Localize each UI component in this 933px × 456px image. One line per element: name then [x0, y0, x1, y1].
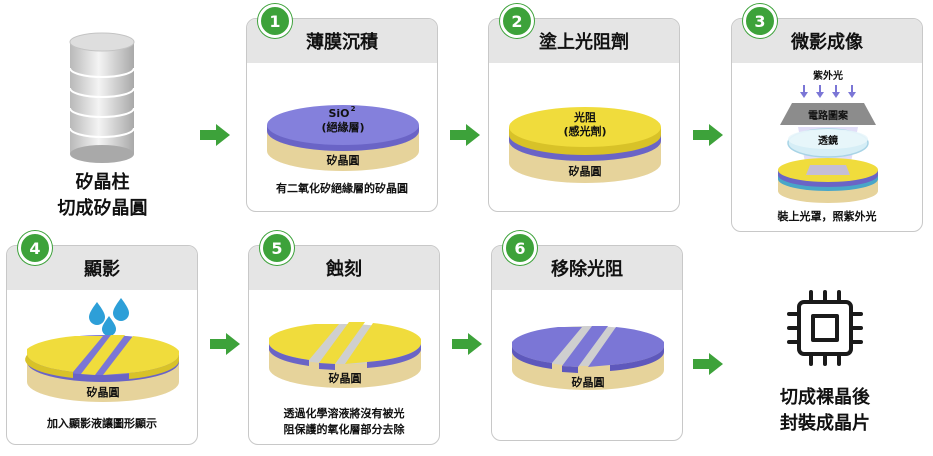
- end-label-line1: 切成裸晶後: [780, 387, 870, 408]
- step-2-wafer-label: 矽晶圓: [569, 164, 602, 178]
- end-label: 切成裸晶後 封裝成晶片: [760, 385, 890, 437]
- step-4-title: 顯影: [7, 246, 197, 290]
- start-label-line1: 矽晶柱: [75, 172, 130, 193]
- step-5-card: 蝕刻 矽晶圓 透過化學溶液將沒有被光 阻保護的氧化層部分去除: [248, 245, 440, 445]
- step-4-wafer-illustration: 矽晶圓: [25, 298, 179, 402]
- step-2-layer-label-line1: 光阻: [573, 110, 596, 124]
- flow-arrow-1-to-2: [450, 124, 480, 146]
- step-1-caption: 有二氧化矽絕緣層的矽晶圓: [276, 182, 408, 195]
- step-1-badge: 1: [258, 4, 292, 38]
- flow-arrow-5-to-6: [452, 333, 482, 355]
- photomask-shape: [780, 103, 876, 125]
- flow-arrow-2-to-3: [693, 124, 723, 146]
- chip-icon: [787, 290, 863, 366]
- start-label-line2: 切成矽晶圓: [57, 198, 148, 219]
- step-1-wafer-label: 矽晶圓: [327, 153, 360, 167]
- step-1-layer-label-sup: 2: [351, 105, 356, 113]
- step-3-uv-label: 紫外光: [813, 69, 843, 82]
- step-1-wafer-illustration: SiO 2 (絕緣層) 矽晶圓: [267, 105, 419, 171]
- step-4-wafer-label: 矽晶圓: [87, 385, 120, 399]
- step-6-badge: 6: [503, 231, 537, 265]
- step-4-badge: 4: [18, 231, 52, 265]
- step-3-card: 微影成像 紫外光 電路圖案 透鏡 裝上光罩，照紫外光: [731, 18, 923, 232]
- step-1-layer-label-main: SiO: [328, 107, 349, 120]
- step-5-caption-line2: 阻保護的氧化層部分去除: [283, 423, 405, 436]
- flow-arrow-6-to-end: [693, 353, 723, 375]
- step-2-wafer-illustration: 光阻 (感光劑) 矽晶圓: [509, 107, 661, 183]
- step-3-caption: 裝上光罩，照紫外光: [777, 210, 877, 223]
- step-5-caption: 透過化學溶液將沒有被光 阻保護的氧化層部分去除: [249, 406, 439, 438]
- flow-arrow-4-to-5: [210, 333, 240, 355]
- step-4-card: 顯影 矽晶圓 加入顯影液讓圖形顯示: [6, 245, 198, 445]
- step-2-badge: 2: [500, 4, 534, 38]
- step-6-wafer-illustration: 矽晶圓: [512, 326, 664, 390]
- step-5-caption-line1: 透過化學溶液將沒有被光: [283, 407, 405, 420]
- step-2-card: 塗上光阻劑 光阻 (感光劑) 矽晶圓: [488, 18, 680, 212]
- step-3-badge: 3: [743, 4, 777, 38]
- step-5-badge: 5: [260, 231, 294, 265]
- step-2-layer-label-line2: (感光劑): [563, 124, 606, 138]
- step-1-layer-label-sub: (絕緣層): [321, 120, 364, 134]
- step-5-wafer-label: 矽晶圓: [329, 371, 362, 385]
- step-6-wafer-label: 矽晶圓: [572, 375, 605, 389]
- silicon-ingot-illustration: [62, 30, 142, 165]
- flow-arrow-start-to-1: [200, 124, 230, 146]
- end-label-line2: 封裝成晶片: [780, 413, 870, 434]
- step-3-lithography-illustration: 紫外光 電路圖案 透鏡: [778, 69, 878, 203]
- uv-arrows-icon: [800, 85, 856, 98]
- step-3-mask-label: 電路圖案: [808, 109, 849, 122]
- step-1-card: 薄膜沉積 SiO 2 (絕緣層) 矽晶圓 有二氧化矽絕緣層的矽晶圓: [246, 18, 438, 212]
- developer-droplets-icon: [89, 298, 129, 336]
- step-4-caption: 加入顯影液讓圖形顯示: [47, 417, 157, 430]
- start-label: 矽晶柱 切成矽晶圓: [40, 170, 165, 222]
- step-5-wafer-illustration: 矽晶圓: [269, 322, 421, 388]
- step-3-lens-label: 透鏡: [818, 134, 838, 147]
- step-6-card: 移除光阻 矽晶圓: [491, 245, 683, 441]
